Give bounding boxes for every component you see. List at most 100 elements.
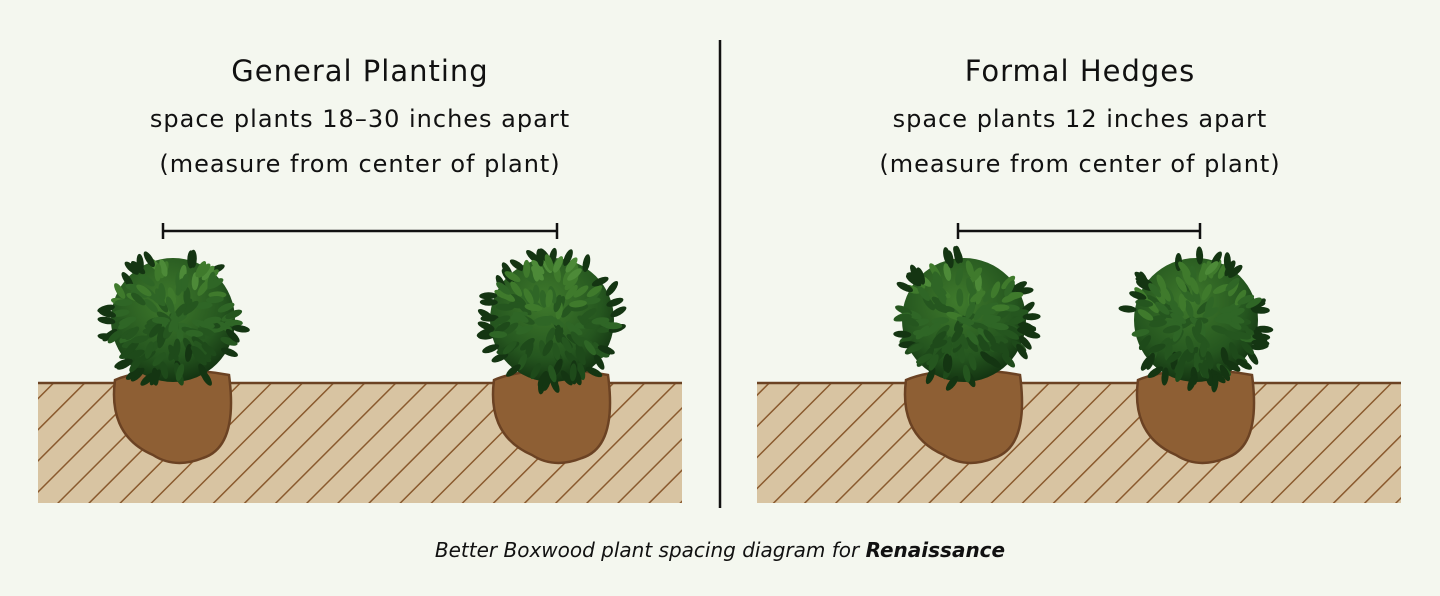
leaf <box>499 290 516 302</box>
leaf <box>1118 305 1137 313</box>
leaf <box>203 316 222 325</box>
leaf <box>1016 343 1028 360</box>
leaf <box>194 301 213 310</box>
leaf <box>983 315 1001 325</box>
leaf <box>207 278 224 290</box>
leaf <box>895 305 912 315</box>
leaf <box>561 303 574 318</box>
leaf <box>941 337 953 354</box>
leaf <box>205 296 224 304</box>
leaf <box>224 319 243 327</box>
leaf <box>1234 289 1247 306</box>
leaf <box>496 303 514 311</box>
spacing-text-general: space plants 18–30 inches apart <box>150 105 570 133</box>
leaf <box>931 279 941 296</box>
leaf <box>928 354 939 371</box>
leaf <box>491 352 509 363</box>
leaf <box>952 333 965 349</box>
leaf <box>999 341 1010 358</box>
leaf <box>943 263 952 281</box>
leaf <box>552 342 561 361</box>
leaf <box>124 261 139 275</box>
leaf <box>962 364 971 383</box>
leaf <box>173 338 181 357</box>
leaf <box>591 317 610 325</box>
leaf <box>545 289 553 308</box>
leaf <box>225 328 240 343</box>
leaf <box>165 296 175 314</box>
leaf <box>184 343 193 362</box>
leaf <box>563 249 573 266</box>
leaf <box>509 259 526 272</box>
leaf <box>231 325 250 333</box>
leaf <box>893 330 912 338</box>
leaf <box>152 352 166 367</box>
leaf <box>476 328 494 338</box>
leaf <box>1005 291 1024 300</box>
leaf <box>136 284 152 297</box>
leaf <box>606 297 624 307</box>
leaf <box>1004 280 1015 297</box>
measure-note-formal: (measure from center of plant) <box>879 150 1280 178</box>
leaf <box>119 316 137 326</box>
leaf <box>610 306 627 318</box>
leaf <box>916 353 933 364</box>
boxwood-plant <box>1118 246 1274 465</box>
soil-ground-formal <box>757 383 1401 503</box>
leaf <box>1225 277 1240 292</box>
leaf <box>1161 367 1169 386</box>
leaf <box>1236 358 1253 370</box>
leaf <box>965 301 976 319</box>
leaf <box>956 288 964 307</box>
leaf <box>983 329 996 345</box>
leaf <box>524 303 543 312</box>
leaf <box>1224 260 1236 277</box>
leaf <box>140 372 155 386</box>
leaf <box>591 276 609 287</box>
leaf <box>966 337 979 352</box>
leaf <box>1184 300 1194 318</box>
leaf <box>144 298 158 313</box>
leaf <box>896 281 913 293</box>
leaf <box>554 324 563 343</box>
leaf <box>1198 264 1208 283</box>
leaf <box>523 288 534 305</box>
leaf <box>1204 296 1215 314</box>
leaf <box>1002 329 1020 340</box>
leaf <box>970 290 986 303</box>
leaf <box>1240 340 1255 355</box>
leaf <box>1182 268 1192 286</box>
panel-title-formal: Formal Hedges <box>965 54 1196 88</box>
leaf <box>1194 318 1202 337</box>
leaf <box>585 366 603 378</box>
leaf <box>1179 348 1191 364</box>
leaf <box>1185 335 1194 354</box>
leaf <box>1175 364 1185 382</box>
leaf <box>506 364 521 377</box>
leaf <box>553 358 563 376</box>
leaf <box>107 330 122 344</box>
leaf <box>980 351 995 365</box>
leaf <box>197 263 211 278</box>
leaf <box>545 327 556 345</box>
leaf <box>1175 276 1187 293</box>
leaf <box>1204 261 1219 275</box>
leaf <box>1228 264 1243 278</box>
leaf <box>1018 322 1037 332</box>
leaf <box>1189 277 1199 295</box>
leaf <box>520 338 535 351</box>
leaf <box>1251 339 1270 347</box>
leaf <box>479 292 498 300</box>
leaf <box>114 299 133 307</box>
leaf <box>1011 281 1027 293</box>
leaf <box>1137 309 1154 321</box>
leaf <box>1156 274 1167 292</box>
leaf <box>560 370 573 386</box>
leaf <box>1147 366 1164 379</box>
leaf <box>1005 325 1022 337</box>
leaf <box>1237 294 1255 305</box>
leaf <box>130 335 149 344</box>
leaf <box>581 308 597 320</box>
leaf <box>149 369 161 386</box>
